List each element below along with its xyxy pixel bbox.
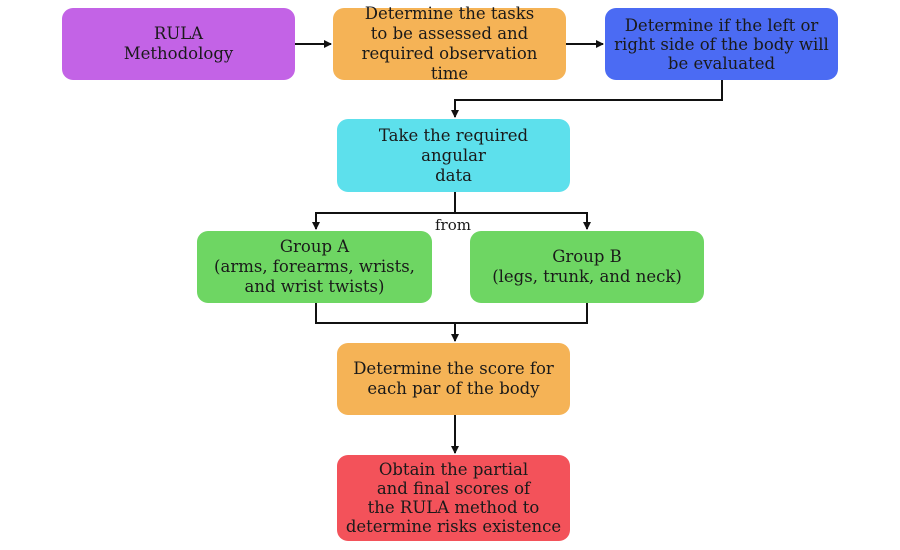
connector-groups-merge <box>315 303 588 324</box>
node-determine-score: Determine the score for each par of the … <box>337 343 570 415</box>
node-final-scores-text: Obtain the partial and final scores of t… <box>345 460 562 536</box>
edge-label-from: from <box>428 216 478 234</box>
node-determine-score-text: Determine the score for each par of the … <box>353 359 554 398</box>
arrow-to-group-a <box>312 212 455 230</box>
node-determine-tasks: Determine the tasks to be assessed and r… <box>333 4 566 83</box>
node-group-b: Group B (legs, trunk, and neck) <box>470 231 704 303</box>
node-determine-side-text: Determine if the left or right side of t… <box>614 15 829 73</box>
arrow-side-to-angular <box>451 80 723 118</box>
node-rula-methodology: RULA Methodology <box>62 8 295 80</box>
node-group-a: Group A (arms, forearms, wrists, and wri… <box>197 231 432 303</box>
node-determine-side: Determine if the left or right side of t… <box>605 8 838 80</box>
node-angular-data-text: Take the required angular data <box>378 125 529 185</box>
arrow-to-group-b <box>455 212 591 230</box>
node-group-b-text: Group B (legs, trunk, and neck) <box>492 247 682 286</box>
node-rula-methodology-text: RULA Methodology <box>123 24 234 63</box>
node-angular-data: Take the required angular data <box>337 119 570 192</box>
node-group-a-text: Group A (arms, forearms, wrists, and wri… <box>214 237 415 296</box>
node-determine-tasks-text: Determine the tasks to be assessed and r… <box>361 4 538 83</box>
node-final-scores: Obtain the partial and final scores of t… <box>337 455 570 541</box>
